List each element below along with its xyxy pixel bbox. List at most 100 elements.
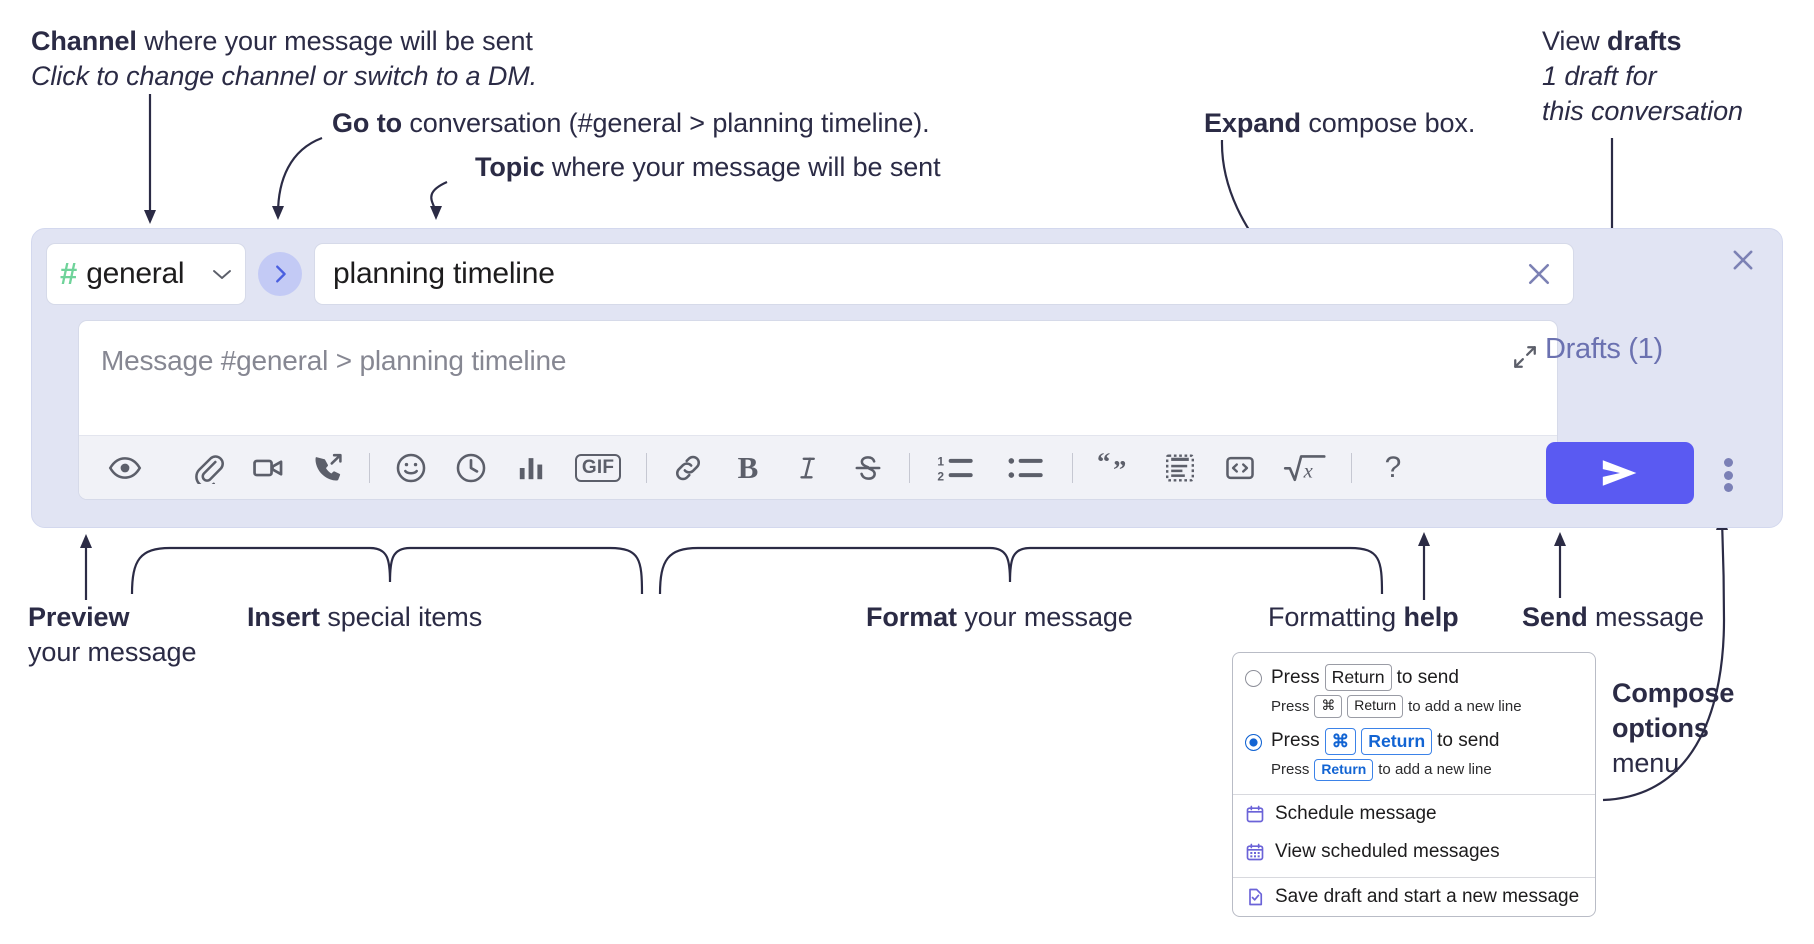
code-button[interactable] (1217, 445, 1263, 491)
send-option-return-sub: Press ⌘ Return to add a new line (1233, 691, 1595, 724)
annotation-format: Format your message (866, 600, 1133, 635)
bulleted-list-button[interactable] (998, 445, 1054, 491)
message-input-container[interactable]: Message #general > planning timeline (78, 320, 1558, 500)
square-root-icon: x (1283, 454, 1326, 482)
italic-icon (800, 457, 815, 478)
bulleted-list-icon (1008, 457, 1043, 478)
question-mark-icon: ? (1384, 450, 1402, 484)
menu-return-post: to send (1396, 666, 1459, 688)
annotation-preview: Preview your message (28, 600, 196, 670)
topic-clear-button[interactable] (1519, 254, 1559, 294)
toolbar-divider (1072, 452, 1073, 483)
svg-text:x: x (1303, 460, 1313, 482)
kbd-return: Return (1361, 727, 1433, 755)
formatting-help-button[interactable]: ? (1370, 445, 1416, 491)
ordered-list-icon: 1 2 (937, 454, 973, 483)
bar-chart-icon (519, 457, 543, 479)
overflow-menu-icon (1723, 458, 1733, 467)
bold-button[interactable]: B (725, 445, 771, 491)
code-brackets-icon (1226, 456, 1254, 479)
send-option-cmd-return[interactable]: Press ⌘ Return to send (1233, 725, 1595, 755)
menu-cmd-pre: Press (1271, 730, 1320, 752)
menu-divider (1233, 877, 1595, 879)
annotation-goto-bold: Go to (332, 108, 402, 138)
compose-options-button[interactable] (1713, 455, 1743, 495)
send-option-cmd-return-label: Press ⌘ Return to send (1271, 727, 1500, 755)
preview-button[interactable] (102, 445, 148, 491)
annotation-topic: Topic where your message will be sent (475, 150, 941, 185)
annotation-channel-rest: where your message will be sent (136, 26, 533, 56)
gif-label: GIF (574, 453, 622, 482)
video-clip-button[interactable] (245, 445, 291, 491)
formatting-toolbar: GIF B (79, 435, 1557, 499)
annotation-help-lead: Formatting (1268, 602, 1404, 632)
annotation-insert-rest: special items (319, 602, 483, 632)
math-button[interactable]: x (1277, 445, 1333, 491)
menu-cmd-sub-pre: Press (1271, 761, 1310, 779)
attach-file-button[interactable] (185, 445, 231, 491)
code-block-icon (1166, 454, 1195, 481)
drafts-link[interactable]: Drafts (1) (1545, 333, 1663, 365)
strikethrough-icon (855, 455, 881, 480)
svg-text:1: 1 (937, 454, 944, 468)
poll-button[interactable] (508, 445, 554, 491)
emoji-button[interactable] (388, 445, 434, 491)
svg-text:”: ” (1113, 454, 1126, 484)
expand-compose-button[interactable] (1507, 339, 1543, 375)
chevron-right-icon (276, 265, 286, 283)
hash-icon: # (60, 255, 78, 291)
phone-forward-icon (315, 453, 342, 480)
radio-unselected-icon (1245, 670, 1262, 687)
annotation-expand-bold: Expand (1204, 108, 1301, 138)
svg-text:2: 2 (937, 469, 944, 483)
goto-conversation-button[interactable] (258, 252, 302, 296)
kbd-return: Return (1324, 664, 1392, 692)
eye-icon (108, 456, 142, 479)
toolbar-divider (646, 452, 647, 483)
send-icon (1602, 460, 1637, 486)
calendar-clock-icon (1246, 805, 1264, 823)
annotation-insert-bold: Insert (247, 602, 320, 632)
reminder-button[interactable] (448, 445, 494, 491)
compose-panel: # general planning timeline (31, 228, 1783, 528)
panel-close-button[interactable] (1726, 243, 1760, 277)
menu-cmd-post: to send (1437, 730, 1500, 752)
annotation-format-bold: Format (866, 602, 957, 632)
menu-item-label: Schedule message (1275, 803, 1437, 825)
annotation-compose-options: Compose options menu (1612, 676, 1734, 781)
menu-return-sub-post: to add a new line (1408, 697, 1522, 715)
annotation-compose-options-rest: menu (1612, 748, 1680, 779)
audio-clip-button[interactable] (305, 445, 351, 491)
link-button[interactable] (665, 445, 711, 491)
chevron-down-icon (213, 270, 231, 279)
annotation-compose-options-bold1: Compose (1612, 678, 1735, 708)
send-option-return[interactable]: Press Return to send (1233, 661, 1595, 692)
overflow-menu-icon (1723, 470, 1733, 480)
smiley-icon (396, 453, 426, 482)
radio-selected-icon (1245, 733, 1262, 751)
overflow-menu-icon (1723, 483, 1733, 492)
blockquote-button[interactable]: “ ” (1091, 445, 1143, 491)
topic-input[interactable]: planning timeline (314, 243, 1574, 305)
annotation-channel: Channel where your message will be sent … (31, 24, 537, 94)
send-button[interactable] (1546, 442, 1694, 504)
kbd-command: ⌘ (1324, 727, 1357, 755)
menu-item-save-draft[interactable]: Save draft and start a new message (1233, 878, 1595, 916)
code-block-button[interactable] (1157, 445, 1203, 491)
ordered-list-button[interactable]: 1 2 (928, 445, 984, 491)
menu-item-view-scheduled-messages[interactable]: View scheduled messages (1233, 833, 1595, 871)
annotation-drafts-bold: drafts (1607, 26, 1682, 56)
annotation-goto: Go to conversation (#general > planning … (332, 106, 930, 141)
annotation-send-rest: message (1587, 602, 1704, 632)
italic-button[interactable] (785, 445, 831, 491)
menu-divider (1233, 794, 1595, 796)
kbd-return: Return (1314, 758, 1374, 782)
annotation-topic-bold: Topic (475, 152, 545, 182)
menu-cmd-sub-post: to add a new line (1378, 761, 1492, 779)
gif-button[interactable]: GIF (568, 445, 628, 491)
channel-selector[interactable]: # general (46, 243, 246, 305)
send-option-cmd-return-sub: Press Return to add a new line (1233, 755, 1595, 788)
annotation-format-rest: your message (956, 602, 1133, 632)
strikethrough-button[interactable] (845, 445, 891, 491)
menu-item-schedule-message[interactable]: Schedule message (1233, 795, 1595, 833)
